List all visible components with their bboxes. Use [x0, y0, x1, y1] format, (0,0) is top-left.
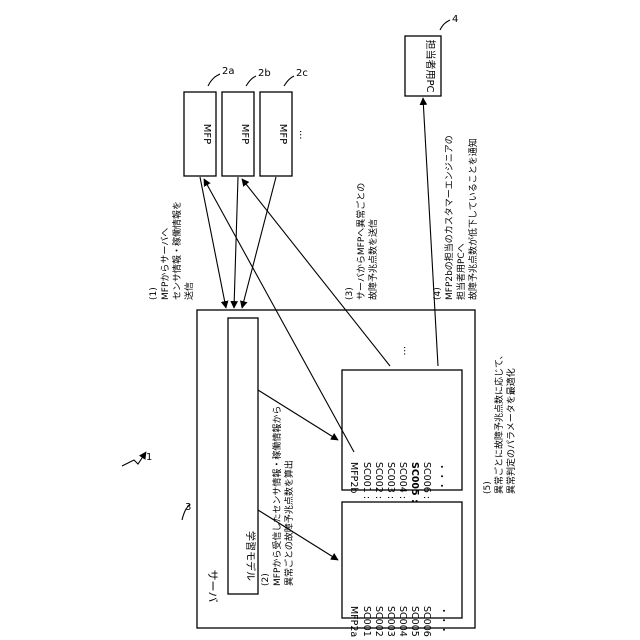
step-5-line: 異常ごとに故障予兆点数に応じて、 — [493, 350, 505, 494]
step-4-line: 故障予兆点数が低下していることを通知 — [467, 138, 479, 300]
mfp-2c-label: MFP — [277, 124, 288, 144]
learning-model-label: 学習モデル — [244, 531, 257, 581]
arrow-mfp2c-to-server — [242, 177, 276, 308]
ref-2b: 2b — [258, 68, 271, 79]
ref-2a: 2a — [222, 66, 235, 77]
step-3-line: (3) — [345, 287, 355, 300]
mfp-2a-label: MFP — [201, 124, 212, 144]
table-more-ellipsis: ... — [401, 346, 412, 356]
ref-leader-4 — [440, 20, 450, 30]
ref-leader-2c — [284, 76, 294, 86]
ref-2c: 2c — [296, 68, 308, 79]
step-5-line: 異常判定のパラメータを最適化 — [505, 368, 517, 494]
table-b-title: MFP2b — [348, 462, 359, 493]
mfp-more-ellipsis: ... — [297, 130, 308, 140]
step-4-line: MFP2bの担当のカスタマーエンジニアの — [443, 135, 455, 300]
ref-leader-2a — [208, 74, 220, 86]
arrow-mfp2b-to-server — [234, 177, 238, 308]
mfp-2c: MFP — [260, 92, 292, 176]
step-2-line: MFPから受信したセンサ情報・稼働情報から — [271, 406, 283, 586]
mfp-2b-label: MFP — [239, 124, 250, 144]
step-1-line: MFPからサーバへ — [160, 228, 171, 300]
step-1-line: (1) — [149, 287, 159, 300]
step-3-annotation: (3) サーバからMFPへ異常ごとの 故障予兆点数を送信 — [345, 183, 379, 300]
step-1-annotation: (1) MFPからサーバへ センサ情報・稼働情報を 送信 — [149, 201, 195, 300]
table-a-title: MFP2a — [348, 606, 359, 637]
mfp-2a: MFP — [184, 92, 216, 176]
step-2-line: 異常ごとの故障予兆点数を算出 — [283, 460, 295, 586]
ref-leader-2b — [246, 76, 256, 86]
server-label: サーバ — [206, 570, 219, 603]
arrow-mfp2a-to-server — [200, 177, 226, 308]
ref-leader-1 — [122, 452, 146, 466]
pc-box: 担当者用PC — [405, 36, 441, 96]
step-4-line: (4) — [433, 287, 443, 300]
table-b-more: ・・・ — [435, 462, 446, 491]
table-a-more: ・・・ — [437, 606, 448, 635]
table-a-row: SC003 : 95点 — [385, 606, 396, 640]
ref-1: 1 — [146, 452, 152, 463]
step-2-line: (2) — [261, 573, 271, 586]
step-5-line: (5) — [483, 481, 493, 494]
step-1-line: 送信 — [183, 282, 195, 300]
step-5-annotation: (5) 異常ごとに故障予兆点数に応じて、 異常判定のパラメータを最適化 — [483, 350, 517, 494]
table-a-row: SC005 : 92点 — [409, 606, 420, 640]
pc-label: 担当者用PC — [424, 39, 437, 92]
step-4-annotation: (4) MFP2bの担当のカスタマーエンジニアの 担当者用PCへ 故障予兆点数が… — [433, 135, 479, 300]
ref-4: 4 — [452, 14, 458, 25]
step-3-line: サーバからMFPへ異常ごとの — [355, 183, 367, 300]
table-a-row: SC004 : 99点 — [397, 606, 408, 640]
mfp-2b: MFP — [222, 92, 254, 176]
step-1-line: センサ情報・稼働情報を — [171, 201, 183, 300]
ref-3: 3 — [185, 502, 191, 513]
step-3-line: 故障予兆点数を送信 — [367, 219, 379, 300]
table-a-row: SC002 : 95点 — [373, 606, 384, 640]
learning-model-box: 学習モデル — [228, 318, 258, 594]
table-a-row: SC006 : 92点 — [421, 606, 432, 640]
table-a-row: SC001 : 89点 — [361, 606, 372, 640]
step-4-line: 担当者用PCへ — [455, 243, 467, 300]
